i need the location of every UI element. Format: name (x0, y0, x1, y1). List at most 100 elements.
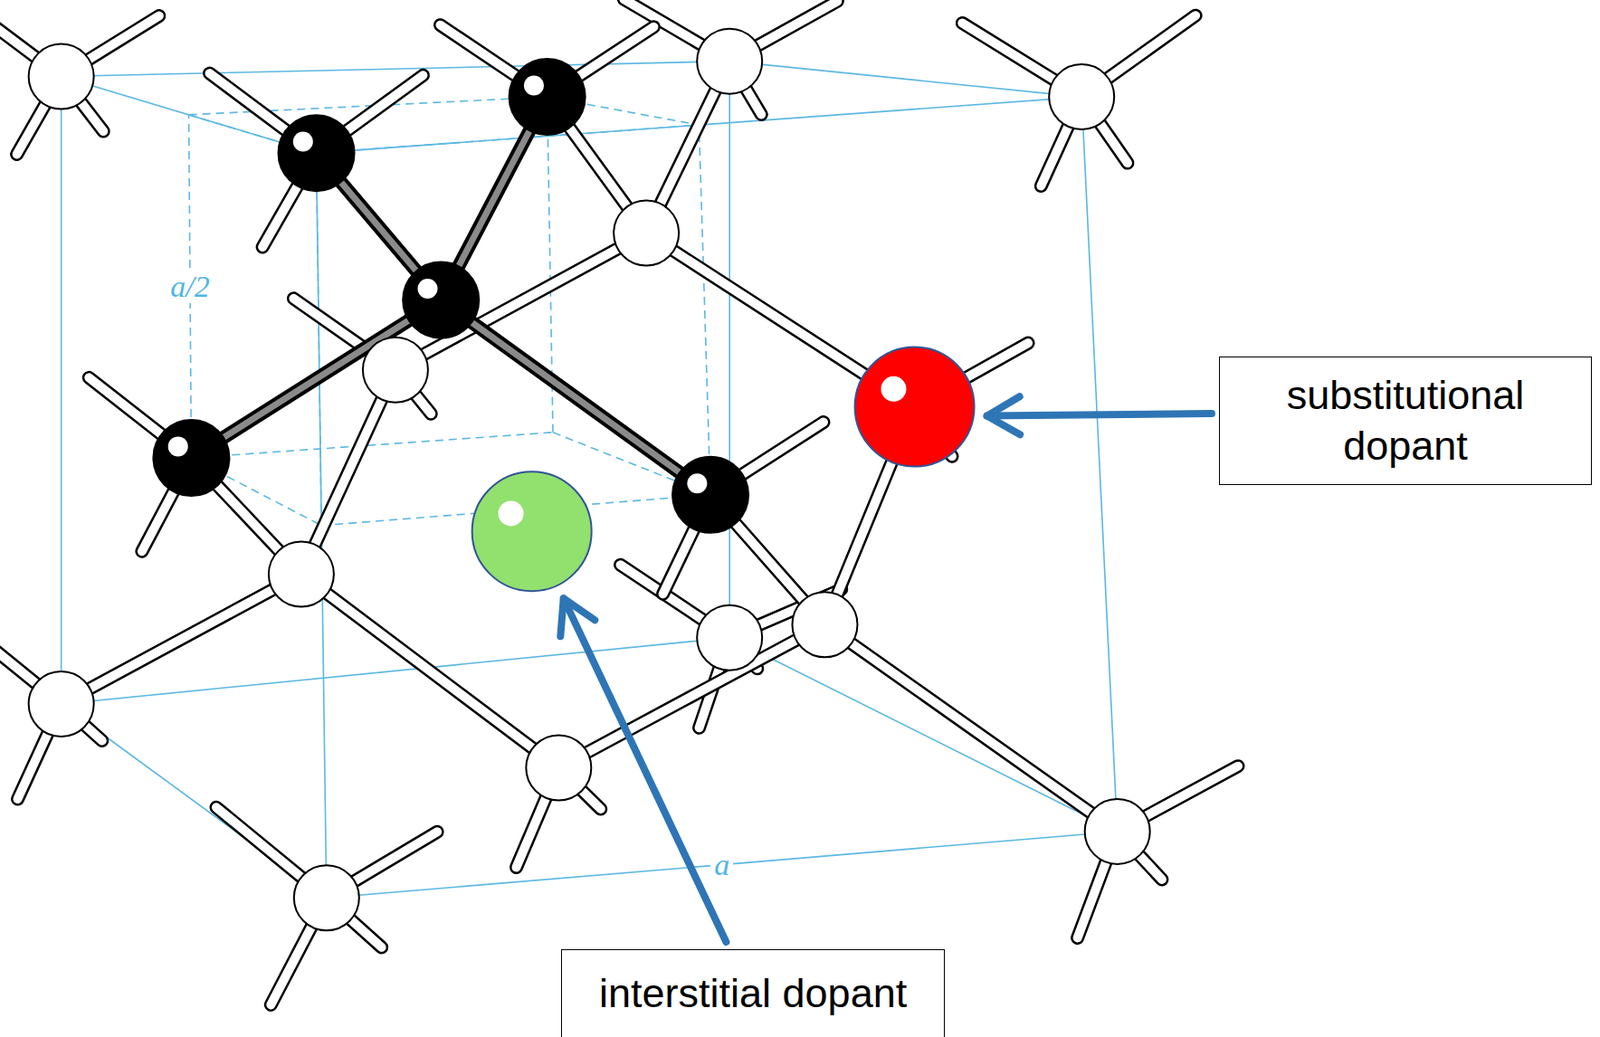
bond-outline (301, 574, 559, 769)
arrow-head (987, 396, 1021, 435)
atom-body (509, 58, 586, 135)
callout-box: substitutional dopant (1219, 356, 1592, 486)
lattice-atom (696, 28, 762, 95)
bond (440, 25, 548, 97)
bond (88, 377, 191, 458)
half-cell-edges (189, 96, 711, 526)
leader-arrow (987, 396, 1212, 435)
dimension-label: a (710, 847, 734, 882)
bond-fill (558, 624, 825, 768)
bond-outline (301, 370, 396, 575)
atom-body (1085, 799, 1151, 865)
bond-fill (824, 624, 1117, 832)
lattice-atom (525, 734, 591, 800)
bond (301, 370, 396, 575)
lattice-atom (613, 200, 679, 267)
atom-highlight (523, 76, 544, 96)
lattice-atom (791, 591, 858, 658)
atom-highlight (418, 278, 439, 299)
bond-outline (824, 624, 1117, 832)
bonds (0, 0, 1239, 1005)
callout-box: interstitial dopant (561, 949, 945, 1037)
bond-outline (440, 300, 711, 496)
atom-highlight (168, 436, 189, 457)
bond-outline (558, 624, 825, 768)
bond-outline (88, 377, 191, 458)
atom-body (696, 28, 762, 95)
bond-fill (88, 377, 191, 458)
atom-highlight (686, 473, 707, 494)
arrow-shaft (563, 598, 727, 943)
atom-body (28, 671, 95, 737)
cell-edge (729, 638, 1117, 832)
atom-body (402, 262, 479, 339)
atom-body (613, 200, 679, 267)
bond-outline (395, 233, 647, 371)
cell-edge (61, 61, 731, 77)
lattice-atom (362, 337, 429, 403)
bond-fill (190, 300, 441, 458)
lattice-atom (1048, 64, 1115, 130)
atom-body (672, 457, 749, 534)
atom-body (855, 347, 975, 467)
atom-body (152, 419, 229, 496)
bond (558, 624, 825, 768)
bond-fill (440, 300, 711, 496)
arrow-shaft (987, 413, 1212, 417)
leader-arrows (560, 396, 1212, 943)
callout-text: interstitial dopant (599, 968, 907, 1020)
cell-edge (1081, 96, 1117, 832)
bond-fill (440, 25, 548, 97)
half-cell-edge (316, 124, 700, 153)
atom-body (1048, 64, 1115, 130)
arrow-head (560, 598, 595, 637)
bond-outline (190, 300, 441, 458)
bond-fill (395, 233, 647, 371)
dimension-label: a/2 (166, 269, 213, 304)
atom-body (791, 591, 858, 658)
bond (209, 73, 317, 153)
bond (190, 300, 441, 458)
atoms (28, 28, 1151, 932)
bond (301, 574, 559, 769)
lattice-atom (278, 114, 355, 191)
lattice-atom (152, 419, 229, 496)
atom-highlight (498, 500, 524, 526)
lattice-atom (402, 262, 479, 339)
lattice-atom (672, 457, 749, 534)
cell-edge (61, 704, 327, 898)
bond (824, 624, 1117, 832)
atom-body (525, 734, 591, 800)
bond (61, 574, 302, 705)
lattice-atom (28, 44, 95, 110)
atom-highlight (880, 376, 906, 402)
atom-body (696, 605, 762, 671)
cell-edge (728, 61, 731, 639)
unit-cell-edges (61, 61, 1118, 899)
atom-body (278, 114, 355, 191)
cell-edge (326, 831, 1118, 898)
bond-fill (301, 574, 559, 769)
bond-outline (209, 73, 317, 153)
lattice-atom (294, 865, 360, 931)
bond-outline (61, 574, 302, 705)
lattice-atom (1085, 799, 1151, 865)
leader-arrow (560, 598, 726, 943)
half-cell-edge (316, 152, 323, 526)
atom-body (362, 337, 429, 403)
atom-body (294, 865, 360, 931)
atom-body (472, 471, 592, 591)
cell-edge (60, 76, 63, 705)
lattice-atom (28, 671, 95, 737)
half-cell-edge (698, 124, 711, 496)
bond (395, 233, 647, 371)
callout-text: substitutional dopant (1230, 370, 1581, 473)
bond (440, 300, 711, 496)
bond-fill (209, 73, 317, 153)
interstitial-atom (472, 471, 592, 591)
bond-outline (440, 25, 548, 97)
atom-body (268, 542, 334, 608)
substitutional-atom (855, 347, 975, 467)
atom-highlight (293, 132, 314, 153)
